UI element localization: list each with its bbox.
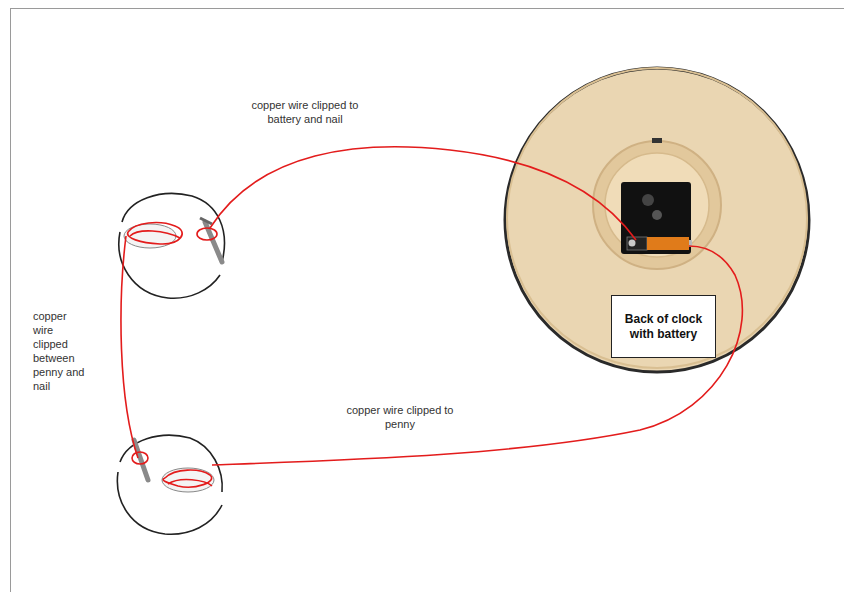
wire-note: copper wire clipped to penny <box>330 403 470 431</box>
wire-note: copper wire clipped between penny and na… <box>33 309 85 393</box>
caption-text: Back of clock with battery <box>618 312 709 342</box>
wire-note: copper wire clipped to battery and nail <box>235 98 375 126</box>
penny-nail-cell <box>119 194 225 299</box>
clock <box>505 68 809 372</box>
penny-nail-cell <box>117 435 222 534</box>
copper-wire <box>121 147 742 487</box>
frame-line <box>10 8 844 9</box>
frame-line <box>10 8 11 592</box>
caption-box: Back of clock with battery <box>611 295 716 358</box>
